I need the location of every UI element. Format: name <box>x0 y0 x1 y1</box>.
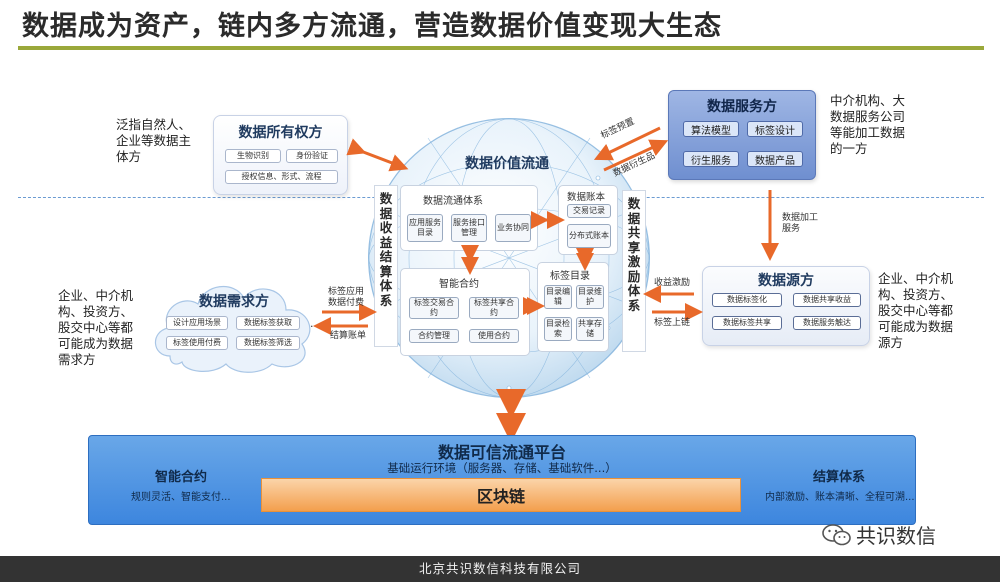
platform-left-desc: 规则灵活、智能支付... <box>131 492 231 503</box>
demand-chip: 标签使用付费 <box>166 336 228 350</box>
tag-chip: 共享存储 <box>576 317 604 341</box>
data-owner-title: 数据所有权方 <box>238 125 323 141</box>
tag-chip: 目录检索 <box>544 317 572 341</box>
watermark: 共识数信 <box>822 520 936 549</box>
owner-chip: 身份验证 <box>286 149 338 163</box>
smart-contract-box: 智能合约 标签交易合约 标签共享合约 合约管理 使用合约 <box>400 268 530 356</box>
platform-title: 数据可信流通平台 <box>437 443 566 462</box>
trusted-platform: 数据可信流通平台 基础运行环境（服务器、存储、基础软件...） 智能合约 规则灵… <box>88 435 916 525</box>
service-chip: 数据产品 <box>747 151 803 167</box>
flow-chip: 应用服务目录 <box>407 214 443 242</box>
tag-chip: 目录维护 <box>576 285 604 309</box>
demand-chip: 设计应用场景 <box>166 316 228 330</box>
data-service-card: 数据服务方 算法模型 标签设计 衍生服务 数据产品 <box>668 90 816 180</box>
contract-chip: 标签交易合约 <box>409 297 459 319</box>
owner-note: 泛指自然人、 企业等数据主 体方 <box>116 117 192 164</box>
blockchain-bar: 区块链 <box>261 478 741 512</box>
flow-system-title: 数据流通体系 <box>423 196 483 207</box>
contract-chip: 使用合约 <box>469 329 519 343</box>
ledger-title: 数据账本 <box>567 192 606 203</box>
title-underline <box>18 46 984 50</box>
incentive-system-bar: 数 据 共 享 激 励 体 系 <box>622 190 646 352</box>
income-label: 收益激励 <box>654 278 691 288</box>
contract-chip: 标签共享合约 <box>469 297 519 319</box>
settlement-system-bar: 数 据 收 益 结 算 体 系 <box>374 185 398 347</box>
derived-arrow <box>603 139 669 172</box>
demand-chip: 数据标签筛选 <box>236 336 300 350</box>
flow-system-box: 数据流通体系 应用服务目录 服务接口管理 业务协同 <box>400 185 538 251</box>
owner-chip: 授权信息、形式、流程 <box>225 170 338 184</box>
cloud-shape <box>154 285 311 373</box>
tag-design-arrow <box>593 126 661 161</box>
service-note: 中介机构、大 数据服务公司 等能加工数据 的一方 <box>830 93 906 156</box>
data-demand-title: 数据需求方 <box>199 294 269 310</box>
platform-right-desc: 内部激励、账本清晰、全程可溯... <box>765 492 915 503</box>
processing-label: 数据加工 服务 <box>782 213 819 234</box>
source-chip: 数据标签化 <box>712 293 782 307</box>
service-chip: 标签设计 <box>747 121 803 137</box>
demand-chip: 数据标签获取 <box>236 316 300 330</box>
source-note: 企业、中介机 构、投资方、 股交中心等都 可能成为数据 源方 <box>878 271 954 350</box>
tag-catalog-title: 标签目录 <box>550 271 590 282</box>
ledger-chip: 分布式账本 <box>567 224 611 248</box>
source-chip: 数据标签共享 <box>712 316 782 330</box>
settle-label: 结算账单 <box>330 331 367 341</box>
footer-company: 北京共识数信科技有限公司 <box>0 556 1000 582</box>
owner-globe-arrow <box>346 138 409 172</box>
service-chip: 算法模型 <box>683 121 739 137</box>
platform-left-title: 智能合约 <box>155 470 208 485</box>
platform-subtitle: 基础运行环境（服务器、存储、基础软件...） <box>387 461 617 475</box>
page-title: 数据成为资产，链内多方流通，营造数据价值变现大生态 <box>22 11 722 42</box>
tag-catalog-box: 标签目录 目录编辑 目录维护 目录检索 共享存储 <box>537 262 609 352</box>
flow-chip: 服务接口管理 <box>451 214 487 242</box>
source-chip: 数据共享收益 <box>793 293 861 307</box>
contract-title: 智能合约 <box>439 279 479 290</box>
data-service-title: 数据服务方 <box>707 99 777 115</box>
ledger-box: 数据账本 交易记录 分布式账本 <box>558 185 618 255</box>
data-source-card: 数据源方 数据标签化 数据共享收益 数据标签共享 数据服务触达 <box>702 266 870 346</box>
demand-note: 企业、中介机 构、投资方、 股交中心等都 可能成为数据 需求方 <box>58 288 134 367</box>
contract-chip: 合约管理 <box>409 329 459 343</box>
tag-app-label: 标签应用 数据付费 <box>328 287 365 308</box>
source-chip: 数据服务触达 <box>793 316 861 330</box>
wechat-icon <box>822 523 851 545</box>
platform-right-title: 结算体系 <box>813 470 866 485</box>
data-source-title: 数据源方 <box>758 273 814 289</box>
watermark-text: 共识数信 <box>856 524 936 548</box>
ledger-chip: 交易记录 <box>567 204 611 218</box>
owner-chip: 生物识别 <box>225 149 281 163</box>
globe-title: 数据价值流通 <box>465 156 549 172</box>
tag-upload-label: 标签上链 <box>654 318 691 328</box>
data-owner-card: 数据所有权方 生物识别 身份验证 授权信息、形式、流程 <box>213 115 348 195</box>
service-chip: 衍生服务 <box>683 151 739 167</box>
flow-chip: 业务协同 <box>495 214 531 242</box>
